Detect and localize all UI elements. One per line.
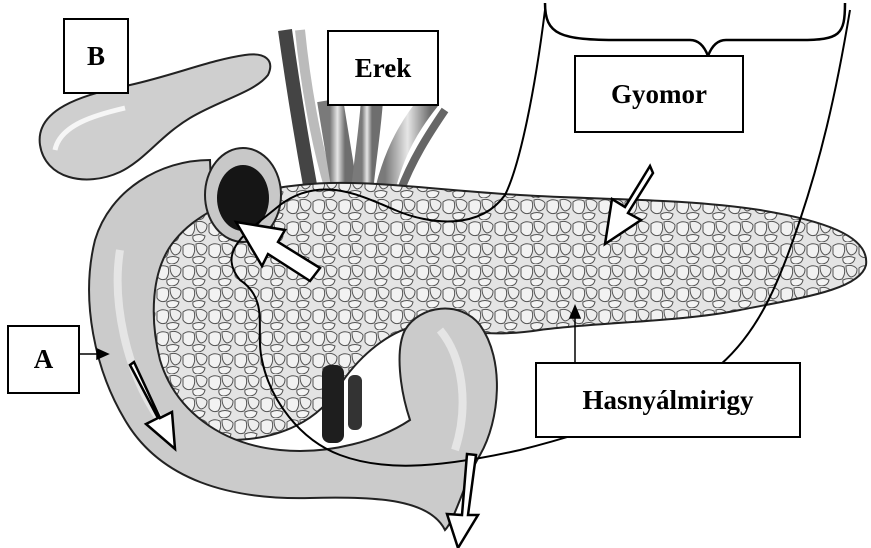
label-a: A	[7, 325, 80, 394]
stomach-brace	[545, 3, 845, 56]
label-hasnyalmirigy: Hasnyálmirigy	[535, 362, 801, 438]
label-b: B	[63, 18, 129, 94]
label-erek: Erek	[327, 30, 439, 106]
label-gyomor: Gyomor	[574, 55, 744, 133]
